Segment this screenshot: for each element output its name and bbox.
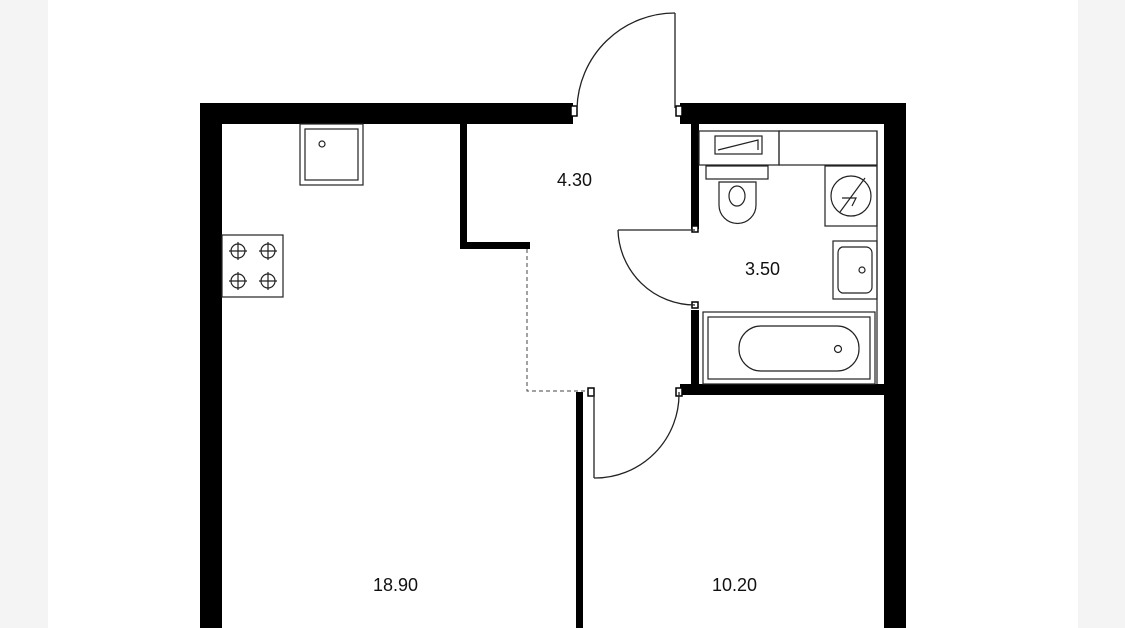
cooktop — [221, 234, 284, 298]
bathroom-area-label: 3.50 — [745, 259, 780, 279]
hall-partition-horizontal — [460, 242, 530, 249]
washbasin — [832, 240, 878, 300]
kitchen-fixtures — [221, 123, 364, 298]
shelf — [778, 130, 878, 166]
bathroom-fixtures — [698, 130, 878, 385]
entrance-door — [576, 12, 676, 109]
bedroom-wall-left — [576, 392, 583, 628]
washing-machine — [824, 165, 878, 227]
bathtub — [702, 311, 876, 385]
kitchen-sink — [299, 123, 364, 186]
hall-partition-vertical — [460, 124, 467, 249]
living-kitchen-area-label: 18.90 — [373, 575, 418, 595]
bathroom-wall-left-upper — [691, 124, 699, 229]
outer-wall-top-left — [200, 103, 573, 124]
jamb — [570, 105, 578, 117]
installation-box — [698, 130, 780, 166]
room-labels: 4.30 3.50 18.90 10.20 — [373, 170, 780, 595]
outer-wall-right — [884, 103, 906, 628]
toilet — [705, 165, 769, 225]
jamb — [587, 387, 595, 397]
outer-wall-left — [200, 103, 222, 628]
zone-boundary-dashed — [526, 249, 588, 392]
jamb — [691, 225, 699, 233]
doors — [576, 12, 696, 479]
bathroom-wall-bottom — [680, 384, 884, 395]
outer-wall-top-right — [680, 103, 906, 124]
walls — [200, 103, 906, 628]
bedroom-door — [593, 391, 680, 479]
jamb — [675, 105, 683, 117]
bathroom-door — [617, 229, 696, 306]
bathroom-wall-left-lower — [691, 310, 699, 390]
door-jambs — [570, 105, 699, 397]
bedroom-area-label: 10.20 — [712, 575, 757, 595]
hall-area-label: 4.30 — [557, 170, 592, 190]
